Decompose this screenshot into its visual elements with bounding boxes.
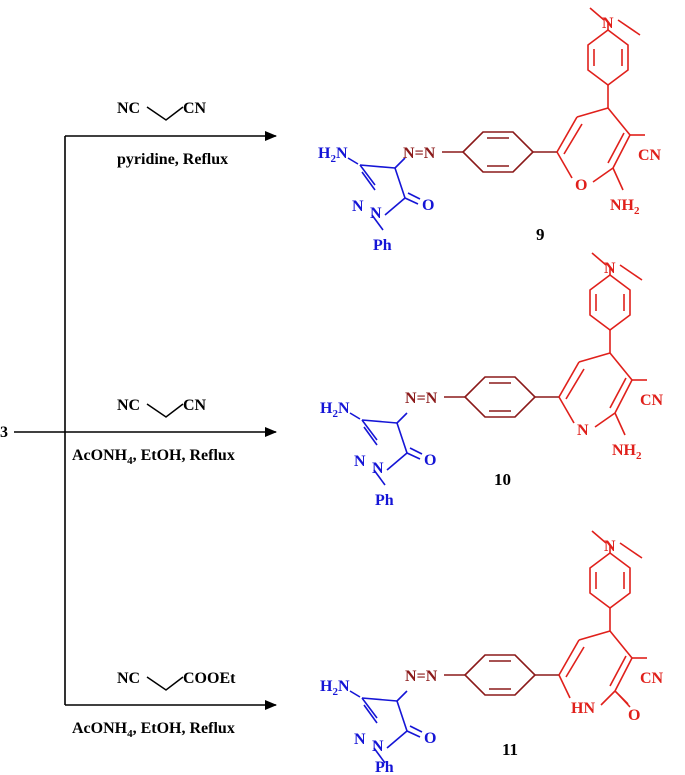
ring-n-dash-label: N bbox=[372, 738, 384, 755]
reaction-2-reagents: NC CN AcONH4, EtOH, Reflux bbox=[72, 397, 235, 467]
reagent-right: CN bbox=[183, 100, 207, 117]
pyrazolone-ring bbox=[349, 412, 423, 486]
ring-n-label: N bbox=[352, 198, 364, 215]
product-11-structure: H2N N N O Ph N=N bbox=[320, 530, 664, 775]
reagent-bonds bbox=[146, 106, 184, 121]
nitrile-label: CN bbox=[638, 147, 662, 164]
conditions: AcONH4, EtOH, Reflux bbox=[72, 720, 235, 740]
pyrazolone-ring bbox=[349, 690, 423, 764]
reagent-left: NC bbox=[117, 100, 140, 117]
azo-linker: N=N bbox=[405, 376, 559, 418]
carbonyl-o-label: O bbox=[422, 197, 434, 214]
ring-n-label: N bbox=[354, 453, 366, 470]
pyrazolone-ring bbox=[347, 157, 421, 231]
compound-number: 10 bbox=[494, 470, 511, 489]
dimethylamino-label: N bbox=[604, 538, 616, 555]
phenyl-label: Ph bbox=[373, 237, 392, 254]
dimethylamino-label: N bbox=[604, 260, 616, 277]
ring-heteroatom-label: N bbox=[577, 422, 589, 439]
product-10-structure: H2N N N O Ph N=N bbox=[320, 252, 664, 509]
svg-text:N=N: N=N bbox=[405, 390, 438, 407]
conditions: pyridine, Reflux bbox=[117, 151, 228, 168]
ring-n-label: N bbox=[354, 731, 366, 748]
reagent-bonds bbox=[146, 676, 184, 691]
amino-label: H2N bbox=[320, 678, 350, 698]
reagent-left: NC bbox=[117, 670, 140, 687]
arrow-tree bbox=[14, 131, 277, 710]
azo-linker: N=N bbox=[405, 654, 559, 696]
reagent-right: COOEt bbox=[183, 670, 236, 687]
ring-heteroatom-label: HN bbox=[571, 700, 595, 717]
phenyl-label: Ph bbox=[375, 492, 394, 509]
amino-label: H2N bbox=[318, 145, 348, 165]
product-9-structure: H2N N N O Ph N=N bbox=[318, 7, 662, 254]
reaction-3-reagents: NC COOEt AcONH4, EtOH, Reflux bbox=[72, 670, 236, 740]
start-compound-label: 3 bbox=[0, 424, 8, 441]
svg-text:N=N: N=N bbox=[403, 145, 436, 162]
ring-n-dash-label: N bbox=[372, 460, 384, 477]
compound-number: 9 bbox=[536, 225, 545, 244]
pyridone-ring bbox=[558, 530, 647, 708]
reagent-left: NC bbox=[117, 397, 140, 414]
phenyl-label: Ph bbox=[375, 759, 394, 775]
reagent-bonds bbox=[146, 403, 184, 418]
pyridine-ring bbox=[558, 252, 647, 436]
carbonyl-o-label: O bbox=[424, 452, 436, 469]
reaction-1-reagents: NC CN pyridine, Reflux bbox=[117, 100, 228, 168]
pyran-ring bbox=[556, 7, 645, 191]
carbonyl-o-label: O bbox=[424, 730, 436, 747]
substituent-label: NH2 bbox=[610, 197, 640, 217]
azo-linker: N=N bbox=[403, 131, 557, 173]
ring-heteroatom-label: O bbox=[575, 177, 587, 194]
nitrile-label: CN bbox=[640, 392, 664, 409]
substituent-label: O bbox=[628, 707, 640, 724]
dimethylamino-label: N bbox=[602, 15, 614, 32]
compound-number: 11 bbox=[502, 740, 518, 759]
nitrile-label: CN bbox=[640, 670, 664, 687]
svg-text:N=N: N=N bbox=[405, 668, 438, 685]
reagent-right: CN bbox=[183, 397, 207, 414]
conditions: AcONH4, EtOH, Reflux bbox=[72, 447, 235, 467]
ring-n-dash-label: N bbox=[370, 205, 382, 222]
substituent-label: NH2 bbox=[612, 442, 642, 462]
amino-label: H2N bbox=[320, 400, 350, 420]
